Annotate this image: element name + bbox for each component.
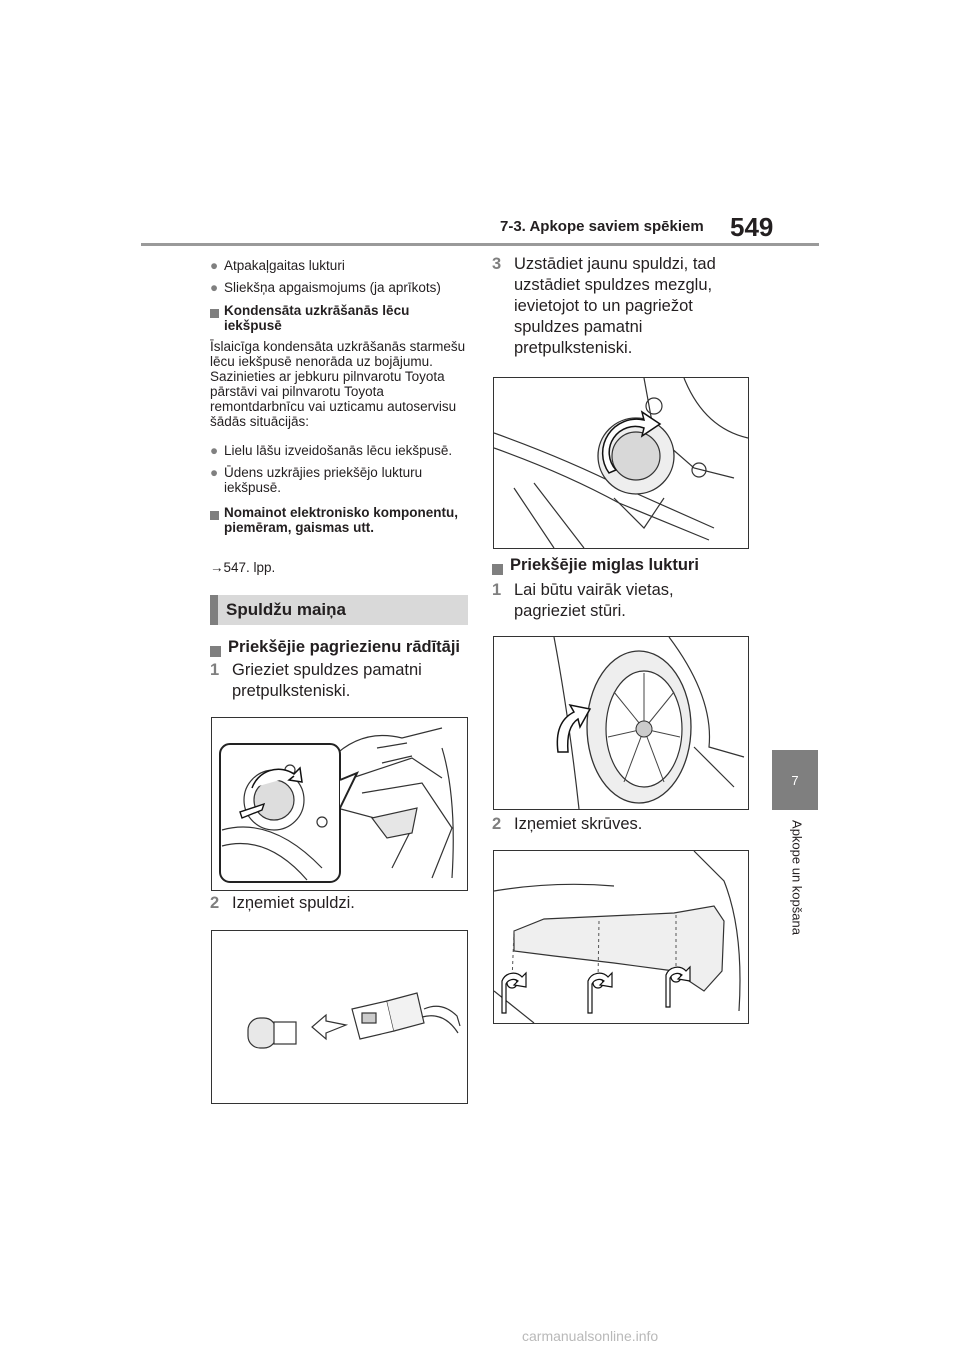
page-number: 549 — [730, 212, 774, 242]
square-bullet-icon — [210, 508, 219, 523]
bullet-dot-icon: ● — [210, 280, 219, 295]
bulb-install-figure — [493, 377, 749, 549]
square-bullet-icon — [210, 306, 219, 321]
turn-signal-heading: Priekšējie pagriezienu rādītāji — [210, 637, 470, 658]
condensation-heading: Kondensāta uzkrāšanās lēcu iekšpusē — [210, 303, 460, 333]
bullet-dot-icon: ● — [210, 443, 219, 458]
bullet-dot-icon: ● — [210, 465, 219, 480]
section-heading: Spuldžu maiņa — [210, 595, 468, 625]
square-bullet-icon — [210, 642, 221, 663]
bullet-item: ● Atpakaļgaitas lukturi — [210, 258, 345, 273]
fog-lights-heading: Priekšējie miglas lukturi — [492, 555, 747, 576]
chapter-tab: 7 — [772, 750, 818, 810]
bullet-item: ● Sliekšņa apgaismojums (ja aprīkots) — [210, 280, 441, 295]
screws-figure — [493, 850, 749, 1024]
header-divider — [141, 243, 819, 246]
instruction-step: 2 Izņemiet skrūves. — [492, 815, 643, 833]
instruction-step: 1 Lai būtu vairāk vietas, pagrieziet stū… — [492, 581, 674, 620]
instruction-step: 2 Izņemiet spuldzi. — [210, 894, 355, 912]
bulb-removal-figure — [211, 930, 468, 1104]
condensation-body: Īslaicīga kondensāta uzkrāšanās starmešu… — [210, 339, 466, 429]
tire-turn-figure — [493, 636, 749, 810]
electronic-heading: Nomainot elektronisko komponentu, piemēr… — [210, 505, 465, 535]
watermark: carmanualsonline.info — [522, 1328, 659, 1344]
chapter-label: Apkope un kopšana — [789, 820, 805, 935]
section-title: 7-3. Apkope saviem spēkiem — [500, 218, 704, 235]
turn-signal-figure — [211, 717, 468, 891]
bullet-item: ● Ūdens uzkrājies priekšējo lukturu iekš… — [210, 465, 423, 495]
page-reference: →547. lpp. — [210, 560, 276, 575]
bullet-dot-icon: ● — [210, 258, 219, 273]
square-bullet-icon — [492, 560, 503, 581]
instruction-step: 3 Uzstādiet jaunu spuldzi, tad uzstādiet… — [492, 255, 716, 357]
bullet-item: ● Lielu lāšu izveidošanās lēcu iekšpusē. — [210, 443, 453, 458]
instruction-step: 1 Grieziet spuldzes pamatni pretpulksten… — [210, 661, 422, 700]
